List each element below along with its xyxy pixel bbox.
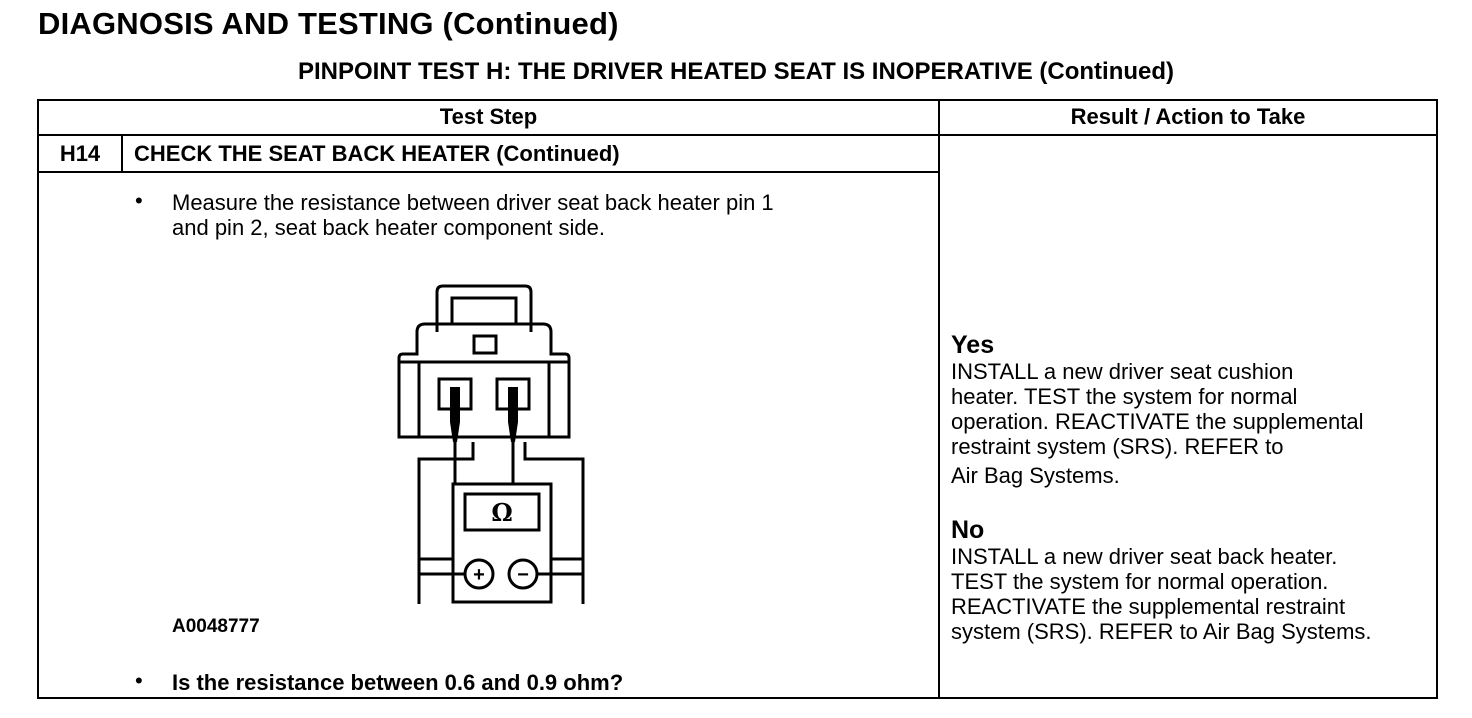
figure-id: A0048777 bbox=[172, 616, 260, 637]
result-no-line-2: TEST the system for normal operation. bbox=[951, 569, 1329, 594]
step-row: H14 CHECK THE SEAT BACK HEATER (Continue… bbox=[39, 136, 938, 173]
result-no-line-3: REACTIVATE the supplemental restraint bbox=[951, 594, 1346, 619]
header-result-action: Result / Action to Take bbox=[1070, 104, 1306, 129]
connector-lock-window bbox=[472, 334, 498, 355]
instruction-line-2: and pin 2, seat back heater component si… bbox=[172, 215, 605, 240]
bullet-question: • bbox=[135, 668, 143, 693]
pinpoint-test-table: Test Step Result / Action to Take H14 CH… bbox=[37, 99, 1438, 699]
step-id: H14 bbox=[59, 141, 101, 166]
test-question: Is the resistance between 0.6 and 0.9 oh… bbox=[172, 670, 624, 695]
page-heading: DIAGNOSIS AND TESTING (Continued) bbox=[38, 6, 619, 41]
result-no-label: No bbox=[951, 516, 985, 544]
minus-label: − bbox=[517, 564, 529, 586]
step-id-divider bbox=[121, 136, 123, 171]
column-divider bbox=[938, 101, 940, 697]
instruction-text: Measure the resistance between driver se… bbox=[172, 190, 774, 240]
table-header-row: Test Step Result / Action to Take bbox=[39, 101, 1436, 136]
result-yes-line-1: INSTALL a new driver seat cushion bbox=[951, 359, 1294, 384]
result-yes-line-2: heater. TEST the system for normal bbox=[951, 384, 1298, 409]
connector-latch-outline bbox=[435, 284, 533, 332]
result-no-line-1: INSTALL a new driver seat back heater. bbox=[951, 544, 1338, 569]
result-yes: Yes INSTALL a new driver seat cushion he… bbox=[951, 331, 1364, 489]
result-yes-line-5: Air Bag Systems. bbox=[951, 463, 1120, 488]
probe-leads bbox=[450, 387, 518, 442]
result-yes-label: Yes bbox=[951, 331, 995, 359]
connector-inner-body bbox=[417, 360, 551, 439]
ohmmeter: Ω + − bbox=[417, 442, 585, 604]
result-yes-line-3: operation. REACTIVATE the supplemental bbox=[951, 409, 1364, 434]
step-title: CHECK THE SEAT BACK HEATER (Continued) bbox=[134, 141, 620, 166]
header-test-step: Test Step bbox=[439, 104, 538, 129]
ohm-symbol: Ω bbox=[491, 498, 512, 527]
result-no: No INSTALL a new driver seat back heater… bbox=[951, 516, 1372, 645]
connector-shoulder bbox=[397, 322, 571, 362]
plus-label: + bbox=[473, 564, 485, 586]
instruction-line-1: Measure the resistance between driver se… bbox=[172, 190, 774, 215]
result-no-line-4: system (SRS). REFER to Air Bag Systems. bbox=[951, 619, 1372, 644]
meter-display bbox=[463, 492, 541, 532]
pinpoint-test-title: PINPOINT TEST H: THE DRIVER HEATED SEAT … bbox=[297, 58, 1175, 85]
result-yes-line-4: restraint system (SRS). REFER to bbox=[951, 434, 1284, 459]
bullet-instruction: • bbox=[135, 188, 143, 213]
